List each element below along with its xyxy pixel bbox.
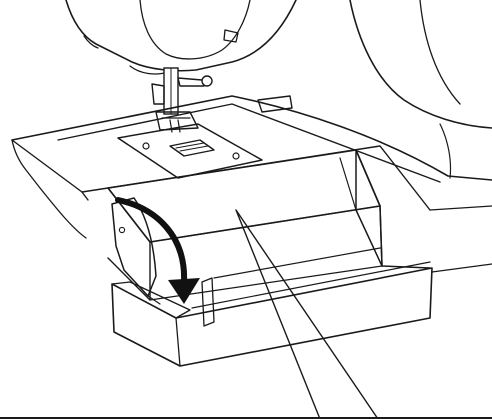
accessory-box — [107, 149, 433, 367]
presser-foot-assembly — [151, 67, 213, 133]
curved-arrow-down-icon — [115, 197, 200, 304]
callout-pointer — [0, 209, 492, 419]
needle-plate — [117, 123, 263, 179]
machine-body-right — [257, 0, 492, 179]
machine-head — [65, 0, 297, 75]
machine-bed — [11, 95, 492, 273]
